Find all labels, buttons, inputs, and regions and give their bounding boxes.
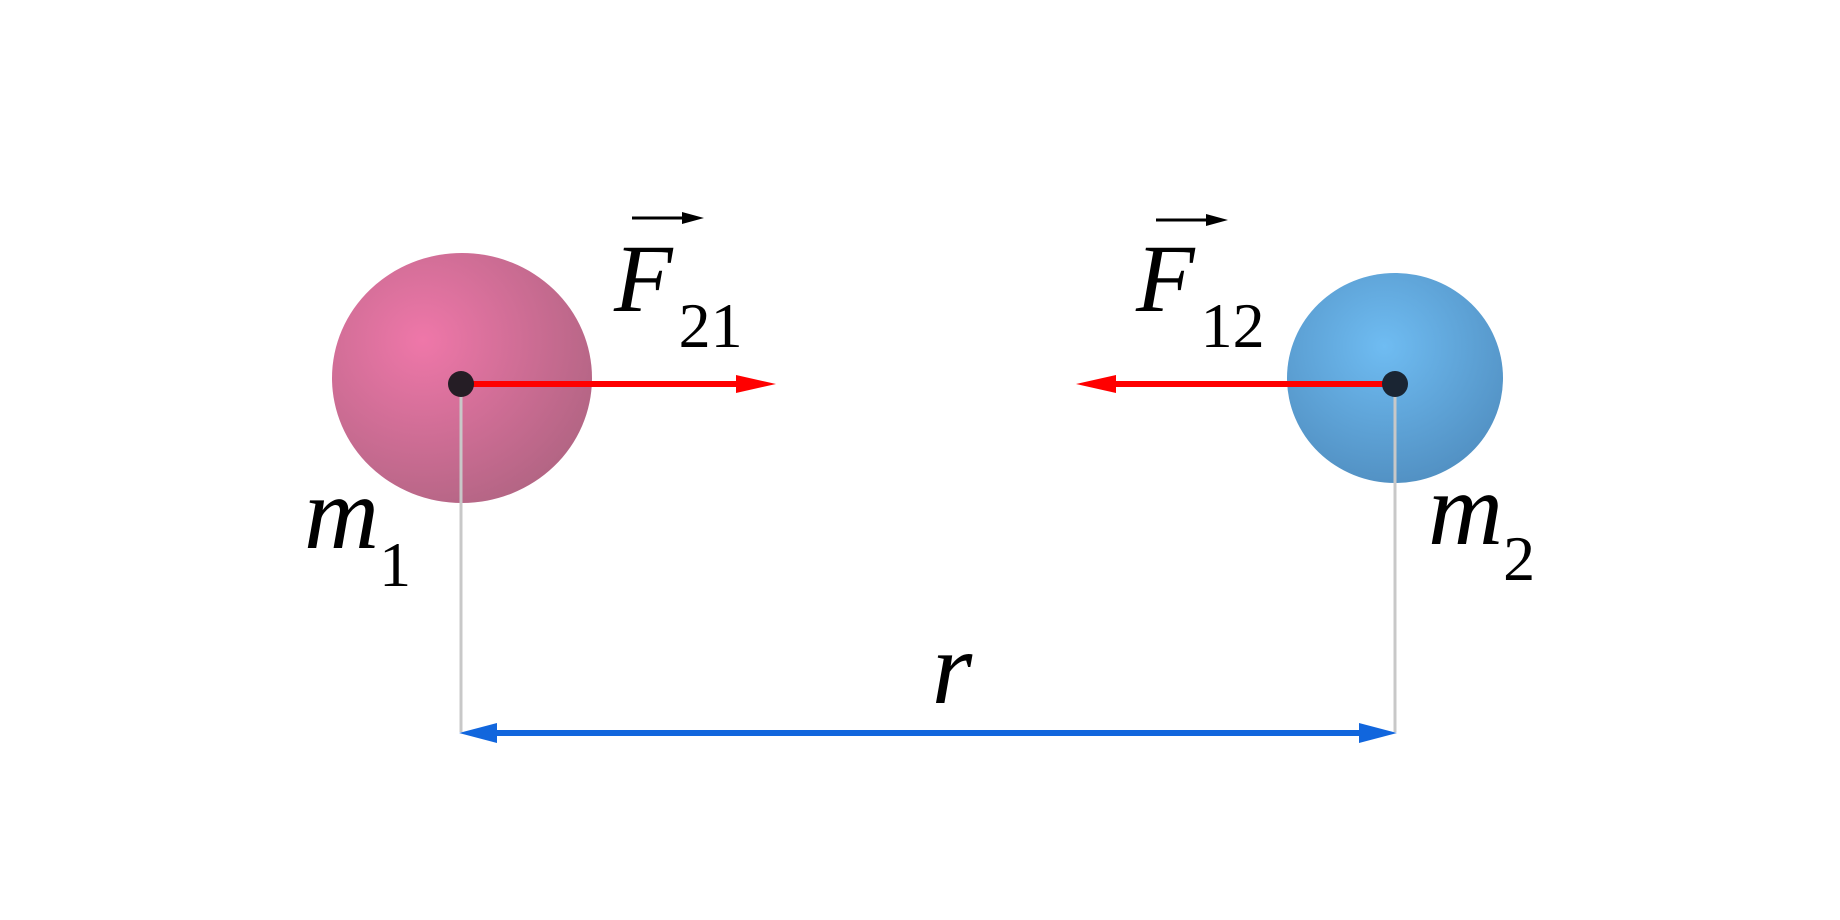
force21-overbar-arrow [632, 212, 704, 224]
distance-label: r [932, 611, 973, 726]
distance-arrow [459, 723, 1397, 743]
mass2-label: m2 [1428, 452, 1535, 594]
force21-label: F21 [613, 225, 743, 361]
force12-label: F12 [1135, 225, 1265, 361]
force12-vector [1076, 375, 1395, 393]
mass1-center-dot [448, 371, 474, 397]
force12-overbar-arrow [1156, 214, 1228, 226]
mass1-label: m1 [304, 456, 411, 600]
mass2-center-dot [1382, 371, 1408, 397]
force21-vector [461, 375, 776, 393]
